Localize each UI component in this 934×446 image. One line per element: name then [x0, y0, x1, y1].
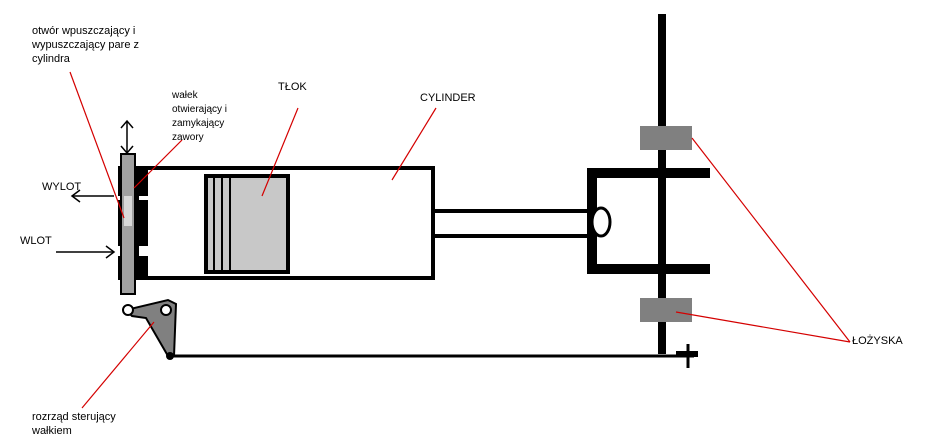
piston	[204, 174, 290, 274]
timing-lever	[122, 298, 178, 360]
upper-bearing	[640, 126, 692, 150]
label-piston: TŁOK	[278, 81, 307, 93]
valve-motion-arrow	[120, 119, 134, 155]
label-timing-line1: rozrząd sterujący	[32, 411, 116, 423]
label-port-line2: wypuszczający pare z	[31, 39, 139, 51]
leader-port	[69, 71, 125, 219]
leader-lines	[69, 71, 851, 409]
leader-lower-bearing	[675, 311, 851, 343]
label-shaft-line3: zamykający	[172, 118, 224, 129]
label-outlet: WYLOT	[42, 181, 81, 193]
valve-shaft	[120, 153, 136, 295]
crank-yoke	[587, 168, 710, 274]
label-port-line3: cylindra	[32, 53, 71, 65]
leader-piston	[261, 107, 299, 197]
label-inlet: WLOT	[20, 235, 52, 247]
label-bearings: ŁOŻYSKA	[852, 334, 903, 347]
label-shaft-line4: zawory	[172, 132, 204, 143]
outlet-arrow	[70, 189, 114, 203]
lower-bearing	[640, 298, 692, 322]
crank-shaft	[658, 14, 666, 354]
leader-timing	[81, 321, 155, 409]
leader-upper-bearing	[691, 137, 851, 343]
label-shaft-line1: wałek	[171, 90, 199, 101]
leader-shaft	[133, 139, 183, 189]
eccentric-rod	[170, 344, 698, 368]
label-shaft-line2: otwierający i	[172, 104, 227, 115]
label-port-line1: otwór wpuszczający i	[32, 25, 135, 37]
leader-cylinder	[391, 107, 437, 181]
inlet-arrow	[56, 245, 116, 259]
label-timing-line2: wałkiem	[31, 425, 72, 437]
label-cylinder: CYLINDER	[420, 92, 476, 104]
